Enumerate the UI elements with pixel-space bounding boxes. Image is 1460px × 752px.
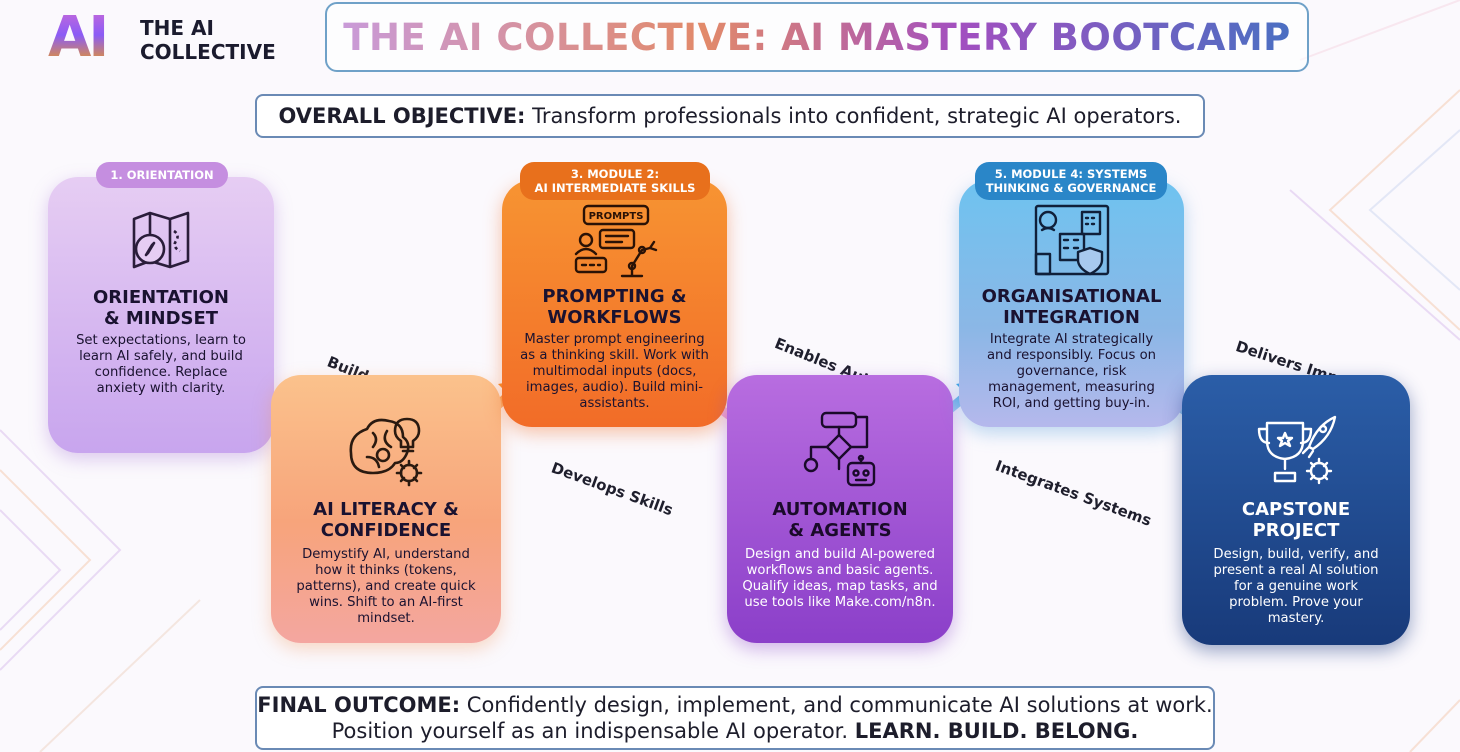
tag-line-2: THINKING & GOVERNANCE	[985, 181, 1157, 195]
objective-label: OVERALL OBJECTIVE:	[278, 104, 526, 128]
stage-title-line-1: ORGANISATIONAL	[981, 286, 1162, 307]
flowchart-robot-icon	[803, 411, 876, 487]
org-network-shield-icon	[1034, 204, 1109, 276]
connector-integrates-systems: Integrates Systems	[992, 456, 1154, 530]
stage-title-line-1: ORIENTATION	[93, 287, 229, 308]
stage-title: AUTOMATION& AGENTS	[727, 499, 953, 541]
title-banner: THE AI COLLECTIVE: AI MASTERY BOOTCAMP	[325, 2, 1309, 72]
outcome-tagline: LEARN. BUILD. BELONG.	[854, 719, 1139, 743]
stage-title-line-2: & AGENTS	[788, 520, 892, 541]
stage-tag-orientation: 1. ORIENTATION	[96, 162, 228, 188]
tag-line-2: AI INTERMEDIATE SKILLS	[534, 181, 696, 195]
objective-text: Transform professionals into confident, …	[525, 104, 1182, 128]
connector-develops-skills: Develops Skills	[548, 458, 676, 520]
stage-description: Master prompt engineering as a thinking …	[520, 332, 709, 411]
page-title: THE AI COLLECTIVE: AI MASTERY BOOTCAMP	[343, 15, 1291, 59]
logo-line-1: THE AI	[140, 16, 214, 40]
stage-card-prompting: PROMPTS PROMPTING &WORKFLOWS Master prom…	[502, 180, 727, 427]
outcome-text-2: Position yourself as an indispensable AI…	[331, 719, 855, 743]
stage-tag-module-2: 3. MODULE 2:AI INTERMEDIATE SKILLS	[520, 162, 710, 200]
stage-title-line-1: CAPSTONE	[1241, 499, 1351, 520]
tag-line-1: 5. MODULE 4: SYSTEMS	[994, 167, 1148, 181]
brand-logo: AI THE AI COLLECTIVE	[48, 8, 308, 68]
outcome-banner: FINAL OUTCOME: Confidently design, imple…	[255, 686, 1215, 750]
logo-mark: AI	[48, 5, 109, 70]
brain-gears-bulb-icon	[349, 417, 423, 487]
stage-title-line-2: WORKFLOWS	[547, 307, 682, 328]
prompts-robot-arm-icon: PROMPTS	[574, 204, 657, 278]
outcome-label: FINAL OUTCOME:	[257, 693, 461, 717]
prompts-label: PROMPTS	[588, 211, 643, 222]
stage-title: ORIENTATION& MINDSET	[48, 287, 274, 329]
logo-line-2: COLLECTIVE	[140, 40, 276, 64]
map-compass-icon	[132, 211, 190, 269]
outcome-text-1: Confidently design, implement, and commu…	[460, 693, 1213, 717]
trophy-rocket-icon	[1257, 415, 1337, 485]
stage-card-ai-literacy: AI LITERACY &CONFIDENCE Demystify AI, un…	[271, 375, 501, 643]
stage-description: Design and build AI-powered workflows an…	[742, 547, 938, 610]
stage-title-line-2: CONFIDENCE	[320, 520, 452, 541]
stage-description: Integrate AI strategically and responsib…	[986, 332, 1157, 411]
stage-title-line-1: PROMPTING &	[542, 286, 687, 307]
stage-title-line-2: & MINDSET	[103, 308, 219, 329]
stage-title: AI LITERACY &CONFIDENCE	[271, 499, 501, 541]
stage-title-line-2: PROJECT	[1252, 520, 1340, 541]
outcome-line-1: FINAL OUTCOME: Confidently design, imple…	[257, 692, 1212, 718]
stage-description: Demystify AI, understand how it thinks (…	[296, 547, 476, 626]
stage-title-line-1: AUTOMATION	[772, 499, 908, 520]
stage-title-line-1: AI LITERACY &	[313, 499, 459, 520]
stage-card-orientation: ORIENTATION& MINDSET Set expectations, l…	[48, 177, 274, 453]
stage-title-line-2: INTEGRATION	[1003, 307, 1140, 328]
stage-title: PROMPTING &WORKFLOWS	[502, 286, 727, 328]
objective-banner: OVERALL OBJECTIVE: Transform professiona…	[255, 94, 1205, 138]
stage-description: Set expectations, learn to learn AI safe…	[76, 333, 246, 396]
logo-text: THE AI COLLECTIVE	[140, 16, 276, 64]
stage-card-automation: AUTOMATION& AGENTS Design and build AI-p…	[727, 375, 953, 643]
tag-line-1: 3. MODULE 2:	[570, 167, 660, 181]
stage-description: Design, build, verify, and present a rea…	[1213, 547, 1379, 626]
outcome-line-2: Position yourself as an indispensable AI…	[332, 718, 1139, 744]
